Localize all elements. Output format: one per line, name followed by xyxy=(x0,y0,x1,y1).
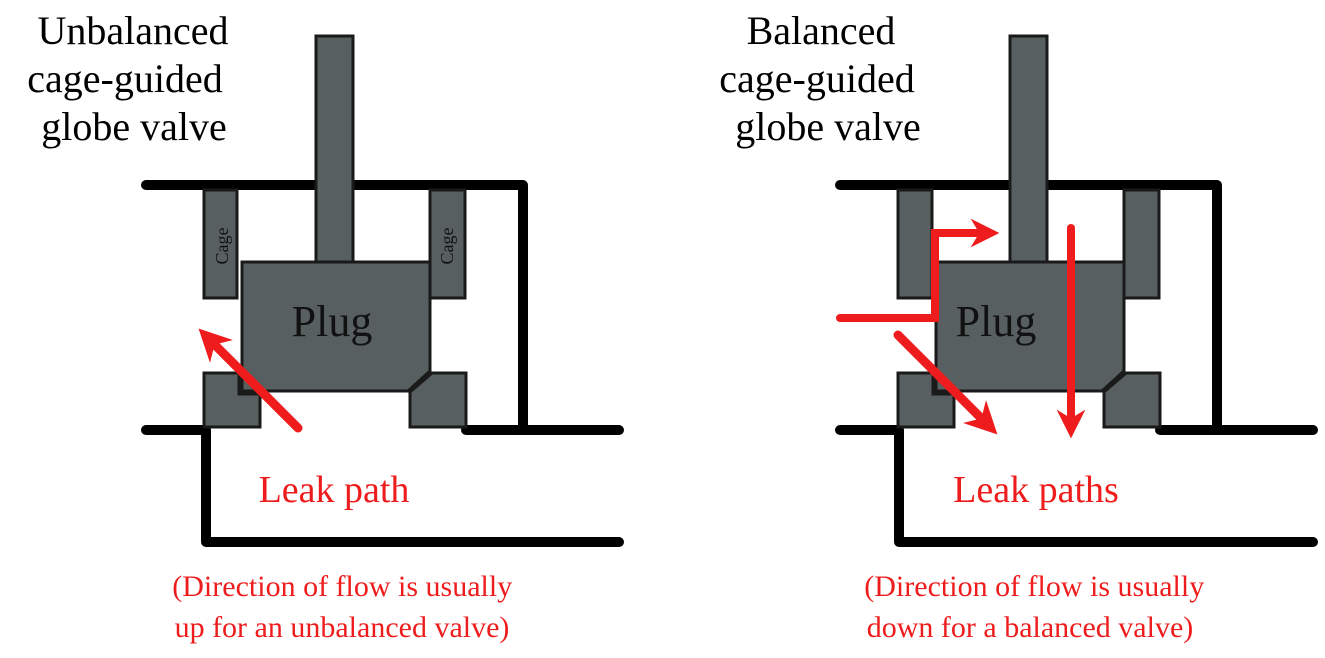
unbalanced-cage-right xyxy=(428,188,467,300)
unbalanced-leak-label: Leak path xyxy=(259,469,410,511)
balanced-stem xyxy=(1008,34,1049,264)
balanced-plug-label: Plug xyxy=(956,297,1037,346)
unbalanced-seat-right xyxy=(408,371,468,429)
unbalanced-cage-label-right: Cage xyxy=(437,227,457,264)
unbalanced-flow-note: (Direction of flow is usually up for an … xyxy=(172,570,519,644)
unbalanced-valve-body xyxy=(141,180,624,547)
unbalanced-stem xyxy=(314,34,355,264)
balanced-valve-body xyxy=(835,180,1318,547)
unbalanced-plug-label: Plug xyxy=(292,297,373,346)
balanced-title: Balanced cage-guided globe valve xyxy=(719,8,924,149)
balanced-leak-label: Leak paths xyxy=(953,469,1119,511)
balanced-valve: Balanced cage-guided globe valve Plug Le… xyxy=(719,8,1318,644)
unbalanced-valve: Unbalanced cage-guided globe valve Cage … xyxy=(27,8,624,644)
balanced-leak-arrow-lower xyxy=(893,330,998,435)
balanced-leak-arrow-upper xyxy=(836,218,1000,322)
unbalanced-title: Unbalanced cage-guided globe valve xyxy=(27,8,238,149)
unbalanced-cage-label-left: Cage xyxy=(212,227,232,264)
balanced-cage-right xyxy=(1122,188,1161,300)
unbalanced-leak-arrow xyxy=(198,328,303,433)
balanced-cage-left xyxy=(896,188,934,300)
balanced-seat-right xyxy=(1102,371,1162,429)
balanced-flow-note: (Direction of flow is usually down for a… xyxy=(864,570,1211,644)
unbalanced-cage-left xyxy=(202,188,239,300)
